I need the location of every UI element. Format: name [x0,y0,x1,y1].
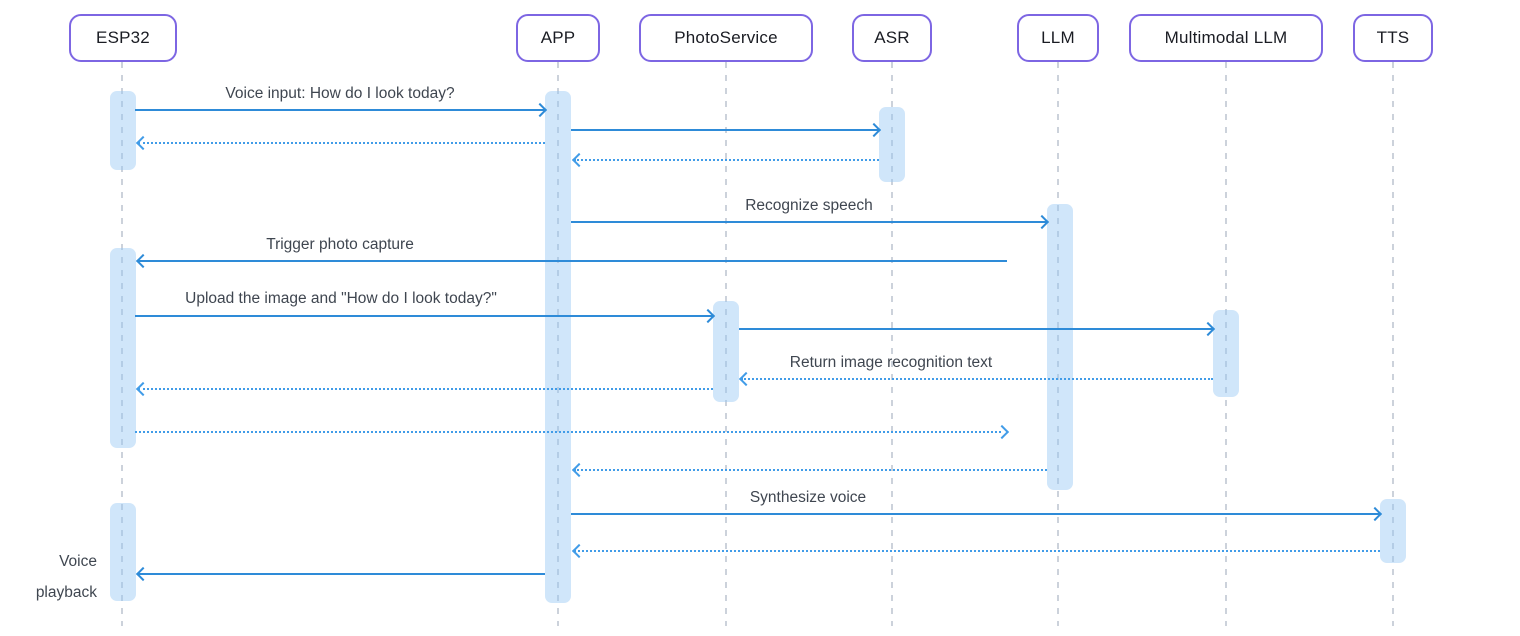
lifeline-tts [1392,62,1394,626]
lifeline-app [557,62,559,626]
lifeline-multimodal-llm [1225,62,1227,626]
activation-app [545,91,571,603]
message-line-llm-to-app-return [574,469,1047,471]
participant-app-label: APP [540,28,576,47]
arrowhead-return-image-text [738,371,754,387]
arrowhead-app-to-esp32-return [135,135,151,151]
message-line-trigger-photo-capture [138,260,1007,262]
participant-photoservice: PhotoService [639,14,813,62]
activation-esp32-1 [110,91,136,170]
participant-multimodal-llm: Multimodal LLM [1129,14,1323,62]
activation-tts [1380,499,1406,563]
activation-multimodal-llm [1213,310,1239,397]
arrowhead-trigger-photo-capture [135,253,151,269]
arrowhead-voice-playback [135,566,151,582]
message-line-asr-to-app-return [574,159,879,161]
participant-multimodal-llm-label: Multimodal LLM [1164,28,1288,47]
activation-llm [1047,204,1073,490]
participant-llm-label: LLM [1041,28,1075,47]
participant-tts-label: TTS [1376,28,1410,47]
message-label-recognize-speech: Recognize speech [745,197,873,214]
arrowhead-tts-to-app-return [571,543,587,559]
message-line-upload-image [135,315,713,317]
message-label-upload-image: Upload the image and "How do I look toda… [185,290,497,307]
message-label-voice-playback: Voice playback [35,553,97,601]
participant-asr: ASR [852,14,932,62]
lifeline-esp32 [121,62,123,626]
participant-esp32: ESP32 [69,14,177,62]
message-line-recognize-speech [571,221,1047,223]
activation-photoservice [713,301,739,402]
lifeline-llm [1057,62,1059,626]
message-label-synthesize-voice: Synthesize voice [749,489,867,506]
lifeline-asr [891,62,893,626]
activation-esp32-2 [110,248,136,448]
message-line-app-to-asr [571,129,879,131]
arrowhead-asr-to-app-return [571,152,587,168]
participant-esp32-label: ESP32 [96,28,150,47]
message-line-synthesize-voice [571,513,1380,515]
message-line-return-image-text [741,378,1213,380]
message-line-tts-to-app-return [574,550,1380,552]
message-line-photoservice-to-multimodal [739,328,1213,330]
participant-photoservice-label: PhotoService [674,28,778,47]
message-line-esp32-to-llm [135,431,1001,433]
message-label-trigger-photo-capture: Trigger photo capture [266,236,414,253]
participant-tts: TTS [1353,14,1433,62]
message-line-voice-input [135,109,545,111]
message-line-voice-playback [138,573,545,575]
message-label-voice-input: Voice input: How do I look today? [225,85,455,102]
participant-app: APP [516,14,600,62]
participant-llm: LLM [1017,14,1099,62]
activation-esp32-3 [110,503,136,601]
arrowhead-photoservice-to-esp32-return [135,381,151,397]
activation-asr [879,107,905,182]
lifeline-photoservice [725,62,727,626]
message-line-photoservice-to-esp32-return [138,388,713,390]
participant-asr-label: ASR [874,28,910,47]
message-label-return-image-text: Return image recognition text [789,354,993,371]
arrowhead-esp32-to-llm [994,424,1010,440]
message-line-app-to-esp32-return [138,142,545,144]
arrowhead-llm-to-app-return [571,462,587,478]
